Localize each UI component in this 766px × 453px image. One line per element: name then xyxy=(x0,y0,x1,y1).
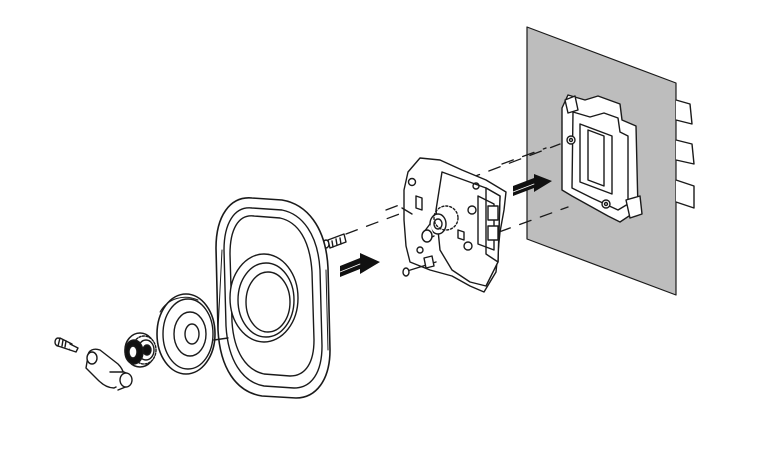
arrow-into-insert xyxy=(339,253,380,277)
small-screw xyxy=(54,337,79,353)
center-disc xyxy=(156,293,229,375)
arrow-into-box xyxy=(512,174,552,196)
flush-mounting-box xyxy=(561,94,695,223)
rotary-knob xyxy=(124,332,157,368)
knob-adapter xyxy=(85,348,133,391)
fixing-screws xyxy=(322,233,347,249)
dimmer-insert xyxy=(401,157,507,293)
oval-cover-frame xyxy=(215,197,331,399)
